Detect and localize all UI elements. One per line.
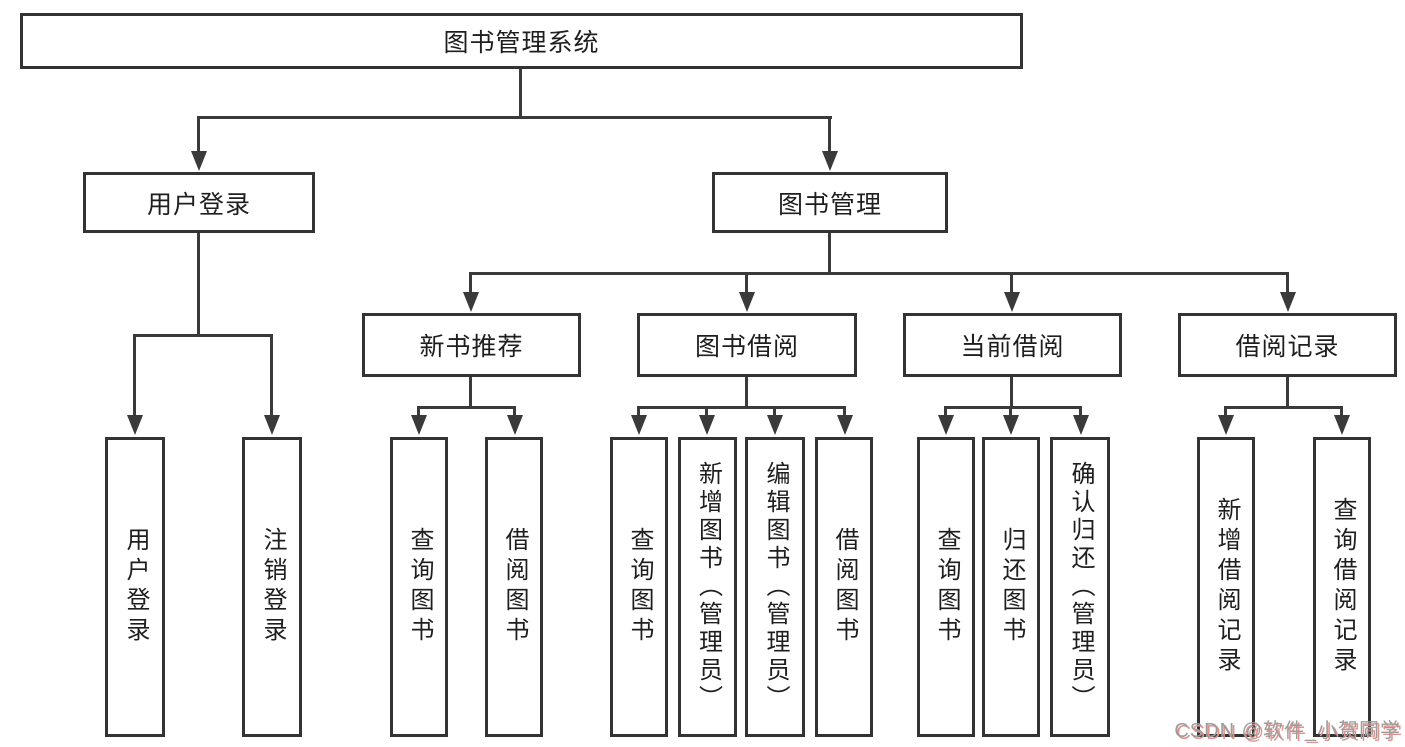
connector-user-login-branch (133, 334, 273, 337)
connector-drop-book-borrow (745, 272, 748, 295)
connector-drop-query-book-2 (637, 406, 640, 417)
leaf-query-borrow-record: 查询借阅记录 (1313, 437, 1371, 737)
connector-level2-branch (197, 116, 832, 119)
arrow-down-confirm-return (1073, 415, 1089, 435)
arrow-down-return-book (1003, 415, 1019, 435)
node-book-borrow: 图书借阅 (637, 313, 857, 377)
arrow-down-current-borrow (1004, 292, 1020, 312)
arrow-down-query-book-3 (938, 415, 954, 435)
leaf-add-book: 新增图书（管理员） (678, 437, 737, 737)
leaf-logout: 注销登录 (242, 437, 302, 737)
leaf-edit-book: 编辑图书（管理员） (745, 437, 805, 737)
arrow-down-book-management (822, 151, 838, 171)
connector-drop-add-borrow-record (1224, 406, 1227, 417)
connector-drop-return-book (1009, 406, 1012, 417)
leaf-query-book-2: 查询图书 (610, 437, 668, 737)
leaf-query-book-3: 查询图书 (917, 437, 975, 737)
arrow-down-book-borrow (739, 292, 755, 312)
arrow-down-query-book-1 (411, 415, 427, 435)
arrow-down-new-book-recommend (463, 292, 479, 312)
node-current-borrow: 当前借阅 (903, 313, 1122, 377)
connector-root-stem (519, 69, 522, 118)
arrow-down-borrow-record (1280, 292, 1296, 312)
connector-drop-add-book (705, 406, 708, 417)
connector-user-login-stem (197, 233, 200, 337)
connector-drop-leaf-user-login (133, 334, 136, 417)
node-root: 图书管理系统 (20, 13, 1023, 69)
node-borrow-record: 借阅记录 (1178, 313, 1397, 377)
connector-new-book-recommend-branch (417, 406, 516, 409)
arrow-down-leaf-user-login (127, 415, 143, 435)
connector-current-borrow-stem (1010, 377, 1013, 409)
leaf-borrow-book-2: 借阅图书 (815, 437, 873, 737)
connector-drop-query-borrow-record (1340, 406, 1343, 417)
connector-drop-borrow-book-2 (843, 406, 846, 417)
arrow-down-edit-book (767, 415, 783, 435)
csdn-watermark: CSDN @软件_小贺同学 (1174, 720, 1401, 742)
node-user-login: 用户登录 (83, 172, 315, 233)
leaf-add-borrow-record: 新增借阅记录 (1197, 437, 1255, 737)
arrow-down-user-login (191, 151, 207, 171)
arrow-down-add-borrow-record (1218, 415, 1234, 435)
connector-new-book-recommend-stem (469, 377, 472, 409)
connector-drop-book-management (828, 116, 831, 154)
connector-book-borrow-stem (745, 377, 748, 409)
arrow-down-borrow-book-1 (507, 415, 523, 435)
node-new-book-recommend: 新书推荐 (362, 313, 581, 377)
connector-drop-query-book-3 (944, 406, 947, 417)
connector-drop-borrow-record (1286, 272, 1289, 295)
connector-drop-query-book-1 (417, 406, 420, 417)
connector-level3-branch (469, 272, 1289, 275)
connector-current-borrow-branch (944, 406, 1082, 409)
arrow-down-query-book-2 (631, 415, 647, 435)
connector-book-management-stem (828, 233, 831, 275)
leaf-user-login: 用户登录 (105, 437, 165, 737)
arrow-down-query-borrow-record (1334, 415, 1350, 435)
arrow-down-borrow-book-2 (837, 415, 853, 435)
connector-drop-leaf-logout (270, 334, 273, 417)
connector-borrow-record-branch (1224, 406, 1343, 409)
connector-drop-current-borrow (1010, 272, 1013, 295)
connector-drop-borrow-book-1 (513, 406, 516, 417)
connector-drop-confirm-return (1079, 406, 1082, 417)
leaf-query-book-1: 查询图书 (390, 437, 448, 737)
connector-drop-new-book-recommend (469, 272, 472, 295)
connector-drop-user-login (197, 116, 200, 154)
connector-drop-edit-book (773, 406, 776, 417)
leaf-borrow-book-1: 借阅图书 (485, 437, 543, 737)
leaf-return-book: 归还图书 (982, 437, 1040, 737)
arrow-down-add-book (699, 415, 715, 435)
connector-borrow-record-stem (1286, 377, 1289, 409)
node-book-management: 图书管理 (712, 172, 948, 233)
connector-book-borrow-branch (637, 406, 846, 409)
arrow-down-leaf-logout (264, 415, 280, 435)
leaf-confirm-return: 确认归还（管理员） (1050, 437, 1110, 737)
